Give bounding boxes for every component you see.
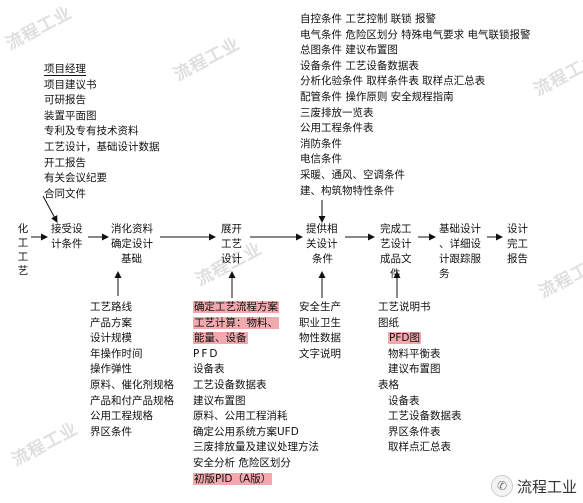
list-item: 三废排放一览表 — [300, 106, 374, 119]
list-item: 界区条件 — [90, 425, 132, 438]
list-item: 操作弹性 — [90, 363, 132, 376]
stage-complete-documents: 完成工 艺设计 成品文 件 — [380, 222, 412, 282]
stage-line: 基础 — [121, 253, 142, 265]
stage-line: 设计 — [507, 223, 528, 235]
list-item: 分析化验条件 取样条件表 取样点汇总表 — [300, 75, 486, 88]
list-item: 设备表 — [388, 394, 420, 407]
list-item: 物性数据 — [299, 332, 341, 345]
list-item: 装置平面图 — [44, 109, 97, 122]
stage-line: 条件 — [312, 253, 333, 265]
stage-line: 报告 — [507, 253, 528, 265]
list-item: 建议布置图 — [193, 394, 246, 407]
stage-receive-conditions: 接受设 计条件 — [51, 222, 83, 252]
stage-line: 确定设计 — [111, 238, 153, 250]
list-item: 配管条件 操作原则 安全规程指南 — [300, 90, 454, 103]
list-item: 原料、公用工程消耗 — [193, 410, 288, 423]
stage-followup-service: 基础设计 、详细设 计跟踪服 务 — [439, 222, 481, 282]
list-item: 图纸 — [378, 316, 399, 329]
list-item: 工艺设计，基础设计数据 — [44, 140, 160, 153]
list-item: 工艺设备数据表 — [193, 378, 267, 391]
list-item: 公用工程条件表 — [300, 122, 374, 135]
list-item-highlighted: 初版PID（A版） — [193, 472, 273, 485]
stage-process-design: 展开 工艺 设计 — [221, 222, 242, 267]
stage-line: 成品文 — [380, 253, 412, 265]
project-manager-list: 项目经理 项目建议书 可研报告 装置平面图 专利及专有技术资料 工艺设计，基础设… — [44, 62, 160, 202]
list-item-highlighted: 确定工艺流程方案 — [193, 301, 279, 313]
project-manager-header: 项目经理 — [44, 63, 86, 76]
list-item: 项目建议书 — [44, 78, 97, 91]
list-item: 工艺设备数据表 — [388, 410, 462, 423]
process-design-list: 确定工艺流程方案 工艺计算：物料、 能量、设备 PFD 设备表 工艺设备数据表 … — [193, 300, 319, 487]
list-item: 界区条件表 — [388, 425, 441, 438]
list-item: 总图条件 建议布置图 — [300, 44, 398, 57]
list-item: 可研报告 — [44, 94, 86, 107]
list-item-highlighted: 能量、设备 — [193, 332, 248, 345]
stage-line: 、详细设 — [439, 238, 481, 250]
list-item: 三废排放量及建议处理方法 — [193, 441, 319, 454]
brand-logo-text: 流程工业 — [516, 477, 577, 496]
wechat-icon: ✆ — [490, 475, 513, 497]
stage-line: 艺设计 — [380, 238, 412, 250]
stage-line: 关设计 — [306, 238, 338, 250]
list-item: 自控条件 工艺控制 联锁 报警 — [300, 13, 437, 25]
list-item-highlighted: 工艺计算：物料、 — [193, 316, 279, 329]
stage-digest-data: 消化资料 确定设计 基础 — [111, 222, 153, 267]
list-item: 设备表 — [193, 363, 225, 376]
list-item: 产品方案 — [90, 316, 132, 329]
basic-data-list: 工艺路线 产品方案 设计规模 年操作时间 操作弹性 原料、催化剂规格 产品和付产… — [90, 300, 174, 440]
list-item-pfd: PFD — [193, 347, 220, 360]
list-item: 表格 — [378, 378, 399, 391]
stage-chemical-process: 化工工艺 — [17, 223, 29, 277]
list-item: 文字说明 — [299, 347, 341, 360]
list-item: 有关会议纪要 — [44, 172, 107, 185]
deliverables-list: 工艺说明书 图纸 PFD图 物料平衡表 建议布置图 表格 设备表 工艺设备数据表… — [378, 300, 462, 456]
stage-line: 设计 — [221, 253, 242, 265]
stage-provide-conditions: 提供相 关设计 条件 — [306, 222, 338, 267]
list-item: 电气条件 危险区划分 特殊电气要求 电气联锁报警 — [300, 28, 531, 41]
stage-line: 工艺 — [221, 238, 242, 250]
list-item: 产品和付产品规格 — [90, 394, 174, 407]
stage-line: 计条件 — [51, 238, 83, 250]
list-item: 安全分析 危险区划分 — [193, 456, 291, 469]
list-item: 工艺说明书 — [378, 301, 431, 313]
list-item: 设计规模 — [90, 332, 132, 345]
stage-line: 提供相 — [306, 223, 338, 235]
list-item: 职业卫生 — [299, 316, 341, 329]
brand-logo: ✆ 流程工业 — [490, 475, 577, 497]
stage-line: 计跟踪服 — [439, 253, 481, 265]
list-item: 工艺路线 — [90, 301, 132, 313]
list-item: 建议布置图 — [388, 363, 441, 376]
list-item: 电信条件 — [300, 153, 342, 166]
provide-conditions-list: 安全生产 职业卫生 物性数据 文字说明 — [299, 300, 341, 362]
stage-line: 完工 — [507, 238, 528, 250]
stage-line: 展开 — [221, 223, 242, 235]
stage-line: 件 — [390, 268, 401, 280]
list-item: 建、构筑物特性条件 — [300, 184, 395, 197]
stage-line: 接受设 — [51, 223, 83, 235]
list-item: 采暖、通风、空调条件 — [300, 168, 405, 181]
stage-completion-report: 设计 完工 报告 — [507, 222, 528, 267]
design-conditions-list: 自控条件 工艺控制 联锁 报警 电气条件 危险区划分 特殊电气要求 电气联锁报警… — [300, 12, 531, 199]
list-item: 安全生产 — [299, 301, 341, 313]
list-item: 原料、催化剂规格 — [90, 378, 174, 391]
list-item: 物料平衡表 — [388, 347, 441, 360]
list-item: 消防条件 — [300, 137, 342, 150]
stage-line: 完成工 — [380, 223, 412, 235]
connector-arrow — [42, 195, 58, 223]
stage-line: 务 — [439, 268, 450, 280]
stage-line: 消化资料 — [111, 223, 153, 235]
list-item: 公用工程规格 — [90, 410, 153, 423]
list-item: 合同文件 — [44, 187, 86, 200]
list-item: 确定公用系统方案UFD — [193, 425, 299, 438]
list-item: 年操作时间 — [90, 347, 143, 360]
list-item: 开工报告 — [44, 156, 86, 169]
list-item: 专利及专有技术资料 — [44, 125, 139, 138]
stage-line: 基础设计 — [439, 223, 481, 235]
list-item-highlighted: PFD图 — [388, 332, 421, 345]
list-item: 设备条件 工艺设备数据表 — [300, 59, 419, 72]
list-item: 取样点汇总表 — [388, 441, 451, 454]
